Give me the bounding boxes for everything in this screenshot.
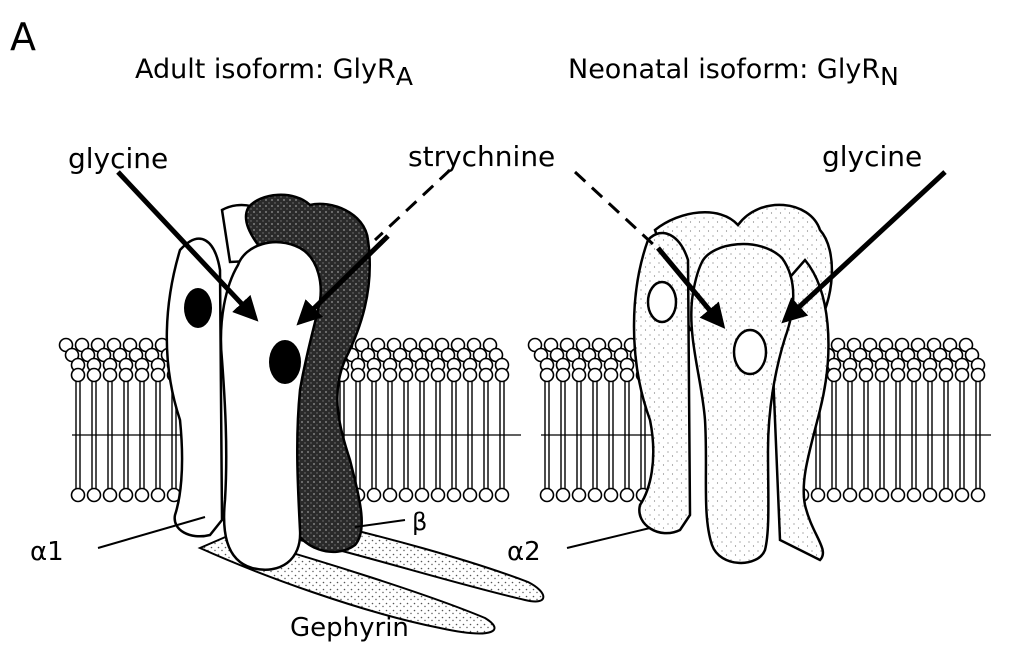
left-binding-pocket-back	[184, 288, 212, 328]
left-binding-pocket-front	[269, 340, 301, 384]
right-glycine-label: glycine	[822, 140, 922, 173]
alpha1-label: α1	[30, 537, 64, 567]
gephyrin-label: Gephyrin	[290, 613, 409, 643]
left-title: Adult isoform: GlyRA	[135, 54, 413, 91]
right-binding-pocket-front	[734, 330, 766, 374]
strychnine-label: strychnine	[408, 140, 555, 173]
right-title: Neonatal isoform: GlyRN	[568, 54, 899, 91]
left-glycine-label: glycine	[68, 142, 168, 175]
beta-label: β	[412, 508, 427, 536]
strychnine-leader-left	[375, 170, 450, 240]
alpha2-leader	[567, 528, 650, 548]
alpha2-label: α2	[507, 537, 541, 567]
panel-letter: A	[10, 15, 36, 59]
right-binding-pocket-back	[648, 282, 676, 322]
strychnine-leader-right	[575, 172, 655, 246]
